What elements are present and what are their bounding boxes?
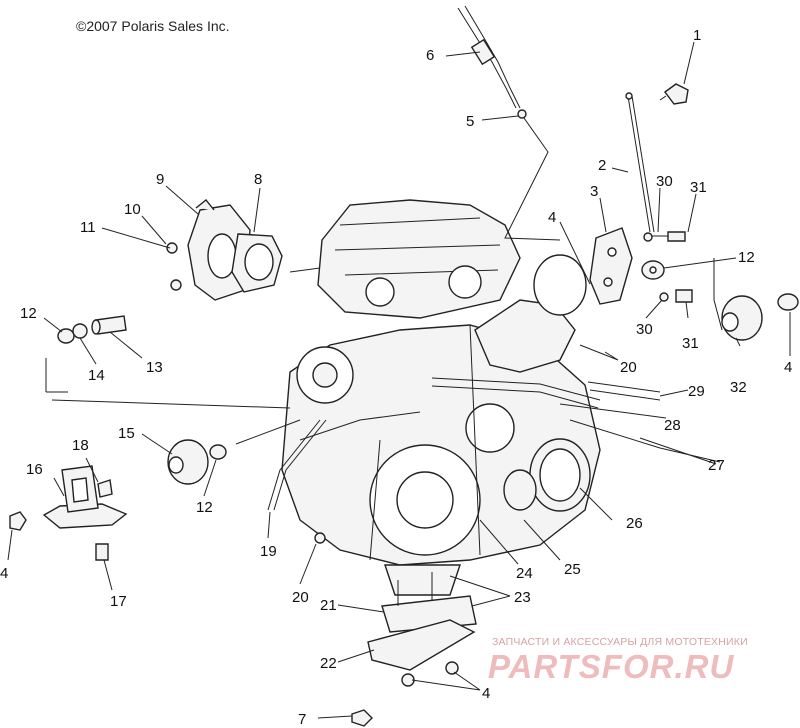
copyright-notice: ©2007 Polaris Sales Inc. [76,18,230,34]
watermark-caption: ЗАПЧАСТИ И АКСЕССУАРЫ ДЛЯ МОТОТЕХНИКИ [492,636,748,648]
callout-24: 24 [516,565,533,582]
callout-18: 18 [72,437,89,454]
callout-31-bottom: 31 [682,335,699,352]
part-1-clip [659,83,689,105]
watermark-logo: PARTSFOR.RU [488,648,735,685]
engine-assembly [281,199,601,596]
callout-9: 9 [156,171,164,188]
callout-1: 1 [693,27,701,44]
callout-15: 15 [118,425,135,442]
callout-25: 25 [564,561,581,578]
callout-26: 26 [626,515,643,532]
callout-30-bottom: 30 [636,321,653,338]
callout-12-right: 12 [738,249,755,266]
part-32-mount [721,293,799,341]
callout-20-right: 20 [620,359,637,376]
throttle-cable [457,5,561,241]
callout-27: 27 [708,457,725,474]
callout-23: 23 [514,589,531,606]
callout-17: 17 [110,593,127,610]
callout-20-bottom: 20 [292,589,309,606]
callout-12-mid: 12 [196,499,213,516]
callout-31-top: 31 [690,179,707,196]
callout-16: 16 [26,461,43,478]
flange-assembly-left [166,199,283,301]
callout-7: 7 [298,711,306,728]
callout-22: 22 [320,655,337,672]
part-19-strap [267,419,327,511]
part-16-bracket [9,465,128,561]
callout-28: 28 [664,417,681,434]
leader-lines [7,41,791,719]
part-2-rod [625,92,655,233]
washer-and-bolts-right [641,231,693,303]
callout-4-bottom: 4 [482,685,490,702]
callout-3: 3 [590,183,598,200]
callout-21: 21 [320,597,337,614]
callout-4-top: 4 [548,209,556,226]
callout-4-right: 4 [784,359,792,376]
hose-assembly [431,377,721,463]
callout-5: 5 [466,113,474,130]
bottom-mount [314,532,477,727]
callout-labels: 1 2 3 4 4 4 4 5 6 7 8 9 10 11 12 12 12 1… [0,27,792,728]
callout-29: 29 [688,383,705,400]
callout-30-top: 30 [656,173,673,190]
callout-2: 2 [598,157,606,174]
callout-8: 8 [254,171,262,188]
callout-10: 10 [124,201,141,218]
part-3-bracket [589,227,633,305]
callout-13: 13 [146,359,163,376]
callout-12-left: 12 [20,305,37,322]
callout-19: 19 [260,543,277,560]
bolt-set-left [57,315,127,344]
callout-11: 11 [80,219,96,236]
callout-32: 32 [730,379,747,396]
callout-6: 6 [426,47,434,64]
callout-4-left: 4 [0,565,8,582]
callout-14: 14 [88,367,105,384]
part-15-mount [167,439,227,485]
